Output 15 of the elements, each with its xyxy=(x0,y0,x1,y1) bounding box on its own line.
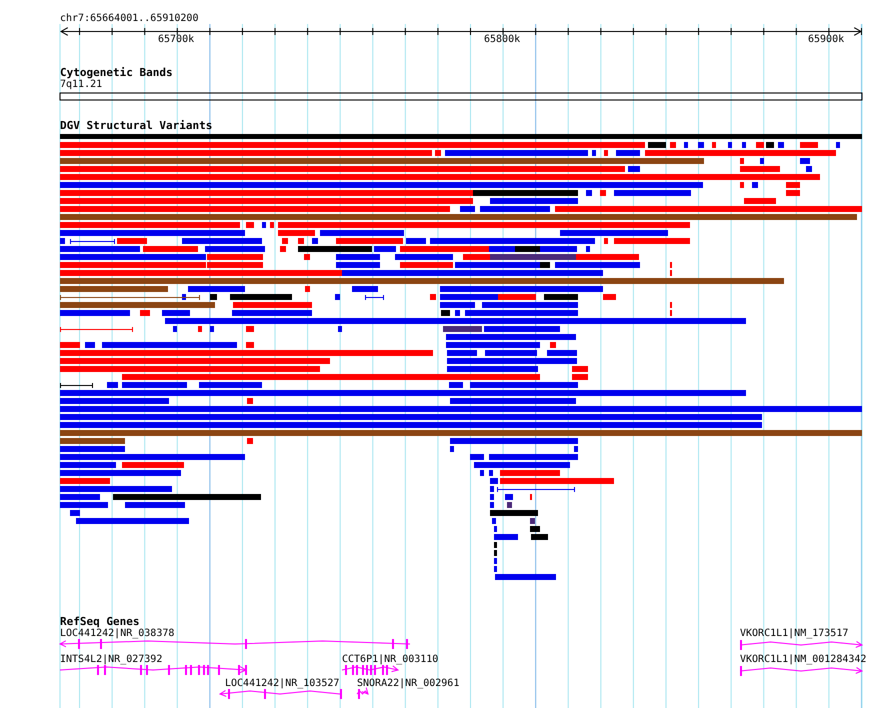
gene-label: SNORA22|NR_002961 xyxy=(357,678,460,690)
track-title: Cytogenetic Bands xyxy=(60,67,173,79)
track-title: RefSeq Genes xyxy=(60,616,140,628)
gene-label: VKORC1L1|NM_001284342 xyxy=(740,654,866,666)
tick-label: 65900k xyxy=(808,34,844,46)
tick-label: 65800k xyxy=(484,34,520,46)
band-name: 7q11.21 xyxy=(60,79,102,91)
coordinate-label: chr7:65664001..65910200 xyxy=(60,13,198,25)
gene-label: LOC441242|NR_038378 xyxy=(60,628,174,640)
gene-label: CCT6P1|NR_003110 xyxy=(342,654,438,666)
gene-label: VKORC1L1|NM_173517 xyxy=(740,628,848,640)
gene-label: INTS4L2|NR_027392 xyxy=(60,654,162,666)
tick-label: 65700k xyxy=(158,34,194,46)
track-title: DGV Structural Variants xyxy=(60,120,212,132)
gene-label: LOC441242|NR_103527 xyxy=(225,678,340,690)
